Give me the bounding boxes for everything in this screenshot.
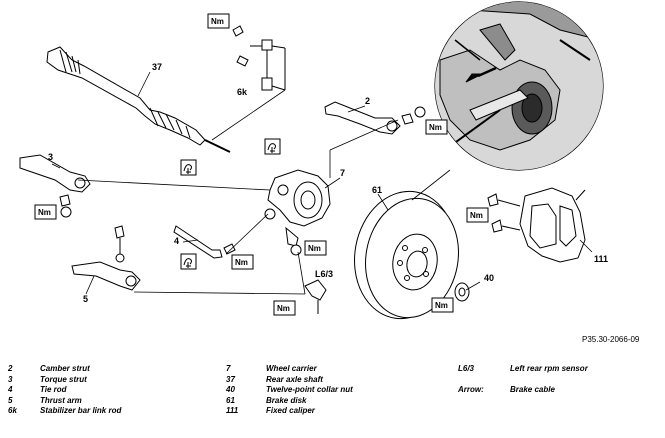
svg-text:Nm: Nm	[211, 17, 224, 26]
torque-nm-icon: Nm	[304, 240, 327, 256]
legend-text: Brake disk	[266, 395, 307, 405]
torque-nm-icon: Nm	[425, 119, 448, 135]
torque-nm-icon: Nm	[431, 297, 454, 313]
svg-text:Nm: Nm	[235, 258, 248, 267]
torque-nm-icon: Nm	[207, 13, 230, 29]
callout-6k: 6k	[237, 87, 248, 97]
legend-row: 3 Torque strut	[8, 375, 121, 386]
legend-row: 61 Brake disk	[226, 396, 353, 407]
bolt-replace-icon	[180, 253, 197, 270]
legend-text: Thrust arm	[40, 395, 82, 405]
legend-text: Wheel carrier	[266, 364, 317, 373]
reference-code: P35.30-2066-09	[582, 335, 640, 344]
callout-l63: L6/3	[315, 269, 333, 279]
svg-text:Nm: Nm	[470, 211, 483, 220]
legend-key: 6k	[8, 406, 17, 415]
legend-text: Left rear rpm sensor	[510, 364, 588, 373]
legend-row: Arrow: Brake cable	[458, 385, 588, 396]
legend-key: 61	[226, 395, 235, 405]
torque-nm-icon: Nm	[231, 254, 254, 270]
legend-text: Fixed caliper	[266, 406, 315, 415]
legend-key: 2	[8, 364, 13, 373]
legend-row: 2 Camber strut	[8, 364, 121, 375]
legend-key: Arrow:	[458, 385, 484, 394]
callout-111: 111	[594, 254, 608, 264]
callout-7: 7	[340, 168, 345, 178]
legend-row: 4 Tie rod	[8, 385, 121, 396]
svg-text:Nm: Nm	[38, 208, 51, 217]
torque-nm-icon: Nm	[466, 207, 489, 223]
callout-3: 3	[48, 152, 53, 162]
tie-rod	[173, 225, 236, 259]
bolt-replace-icon	[180, 159, 197, 176]
callout-61: 61	[372, 185, 382, 195]
svg-text:Nm: Nm	[429, 123, 442, 132]
legend-text: Camber strut	[40, 364, 90, 373]
torque-strut	[19, 154, 91, 218]
legend-text: Rear axle shaft	[266, 374, 323, 384]
leader-lines	[51, 71, 593, 295]
stabilizer-link-rod	[232, 25, 286, 91]
callout-5: 5	[83, 294, 88, 304]
camber-strut	[324, 101, 426, 135]
legend-row: 37 Rear axle shaft	[226, 375, 353, 386]
legend-key: 37	[226, 374, 235, 384]
wheel-carrier	[264, 169, 331, 256]
legend-row: 6k Stabilizer bar link rod	[8, 406, 121, 417]
svg-text:Nm: Nm	[435, 301, 448, 310]
legend-text: Tie rod	[40, 385, 67, 394]
legend-column-1: 2 Camber strut 3 Torque strut 4 Tie rod 5 Th…	[8, 364, 121, 417]
legend-text: Stabilizer bar link rod	[40, 406, 122, 415]
torque-nm-icon: Nm	[273, 300, 296, 316]
legend-row: 5 Thrust arm	[8, 396, 121, 407]
callout-37: 37	[152, 62, 162, 72]
legend-column-2: 7 Wheel carrier 37 Rear axle shaft 40 Twelv…	[226, 364, 353, 417]
legend-column-3: L6/3 Left rear rpm sensor Arrow: Brake cab…	[458, 364, 588, 396]
collar-nut	[454, 282, 470, 302]
torque-nm-icon: Nm	[34, 204, 57, 220]
legend-row: L6/3 Left rear rpm sensor	[458, 364, 588, 375]
legend-key: 7	[226, 364, 231, 373]
svg-text:Nm: Nm	[277, 304, 290, 313]
detail-magnifier-icon	[434, 1, 604, 171]
callout-2: 2	[365, 96, 370, 106]
rpm-sensor	[304, 279, 327, 314]
legend-key: 5	[8, 395, 13, 405]
fixed-caliper	[487, 187, 586, 263]
legend-row: 111 Fixed caliper	[226, 406, 353, 417]
svg-text:Nm: Nm	[308, 244, 321, 253]
legend-text: Brake cable	[510, 385, 555, 394]
callout-4: 4	[174, 236, 179, 246]
legend-text: Twelve-point collar nut	[266, 385, 353, 394]
brake-disk	[354, 190, 459, 320]
legend-key: 111	[226, 406, 239, 415]
legend-row: 7 Wheel carrier	[226, 364, 353, 375]
thrust-arm	[71, 225, 141, 291]
legend-row: 40 Twelve-point collar nut	[226, 385, 353, 396]
legend-key: L6/3	[458, 364, 475, 373]
callout-40: 40	[484, 273, 494, 283]
legend-text: Torque strut	[40, 374, 87, 384]
legend-key: 4	[8, 385, 13, 394]
legend-key: 40	[226, 385, 235, 394]
legend-key: 3	[8, 374, 13, 384]
rear-axle-shaft	[46, 46, 231, 153]
bolt-replace-icon	[264, 138, 281, 155]
